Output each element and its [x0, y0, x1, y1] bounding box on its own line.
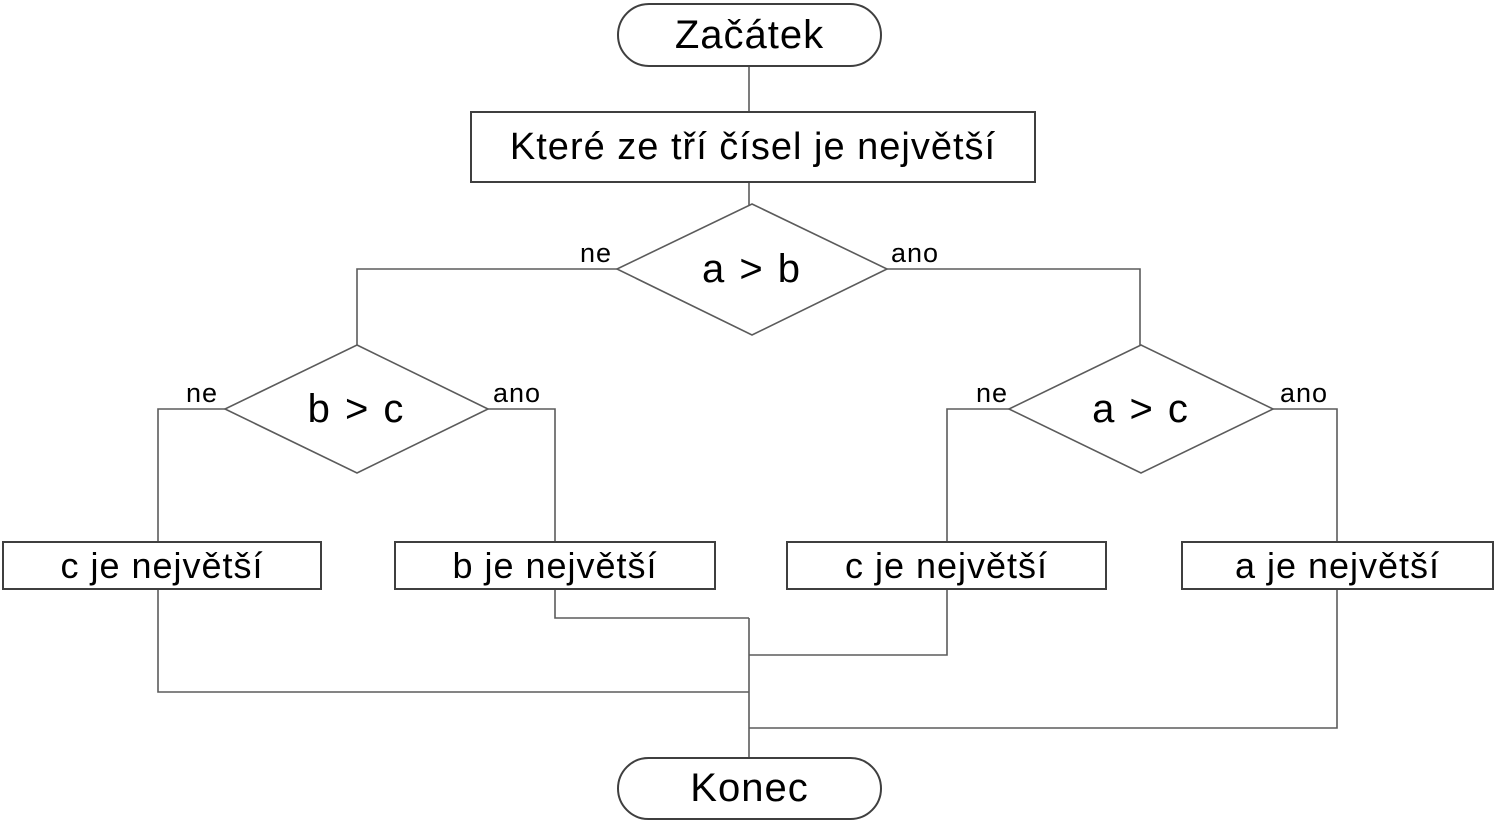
branch-label-ac-yes: ano — [1280, 378, 1329, 408]
branch-label-ac-no: ne — [975, 378, 1008, 408]
branch-label-ab-yes: ano — [891, 238, 940, 268]
decision-b-gt-c-shape — [223, 344, 490, 474]
start-terminal: Začátek — [617, 3, 882, 67]
decision-a-gt-c-label: a > c — [1092, 386, 1190, 431]
decision-a-gt-b-label: a > b — [701, 247, 803, 291]
connector-result-c1-to-merge — [157, 590, 749, 693]
connector-ac-no-to-result-c2 — [946, 408, 1009, 541]
end-terminal: Konec — [617, 757, 882, 820]
connector-result-c2-to-merge — [749, 590, 948, 656]
connector-ab-no-to-decision-bc — [356, 268, 617, 345]
branch-label-bc-yes: ano — [493, 378, 542, 408]
question-process-box: Které ze tří čísel je největší — [470, 111, 1036, 183]
connector-bc-no-to-result-c1 — [157, 408, 225, 541]
connector-result-b-to-merge — [554, 590, 749, 619]
branch-label-bc-no: ne — [185, 378, 218, 408]
decision-b-gt-c-label: b > c — [307, 386, 406, 431]
result-a-largest-box: a je největší — [1181, 541, 1494, 590]
connector-bc-yes-to-result-b — [488, 408, 556, 541]
connector-ac-yes-to-result-a — [1273, 408, 1338, 541]
connector-ab-yes-to-decision-ac — [887, 268, 1141, 345]
result-c-largest-box-2: c je největší — [786, 541, 1107, 590]
connector-result-a-to-merge — [749, 590, 1338, 729]
branch-label-ab-no: ne — [579, 238, 612, 268]
result-b-largest-box: b je největší — [394, 541, 716, 590]
decision-a-gt-b-shape — [615, 203, 889, 336]
decision-a-gt-c-shape — [1007, 344, 1275, 474]
result-c-largest-box-1: c je největší — [2, 541, 322, 590]
